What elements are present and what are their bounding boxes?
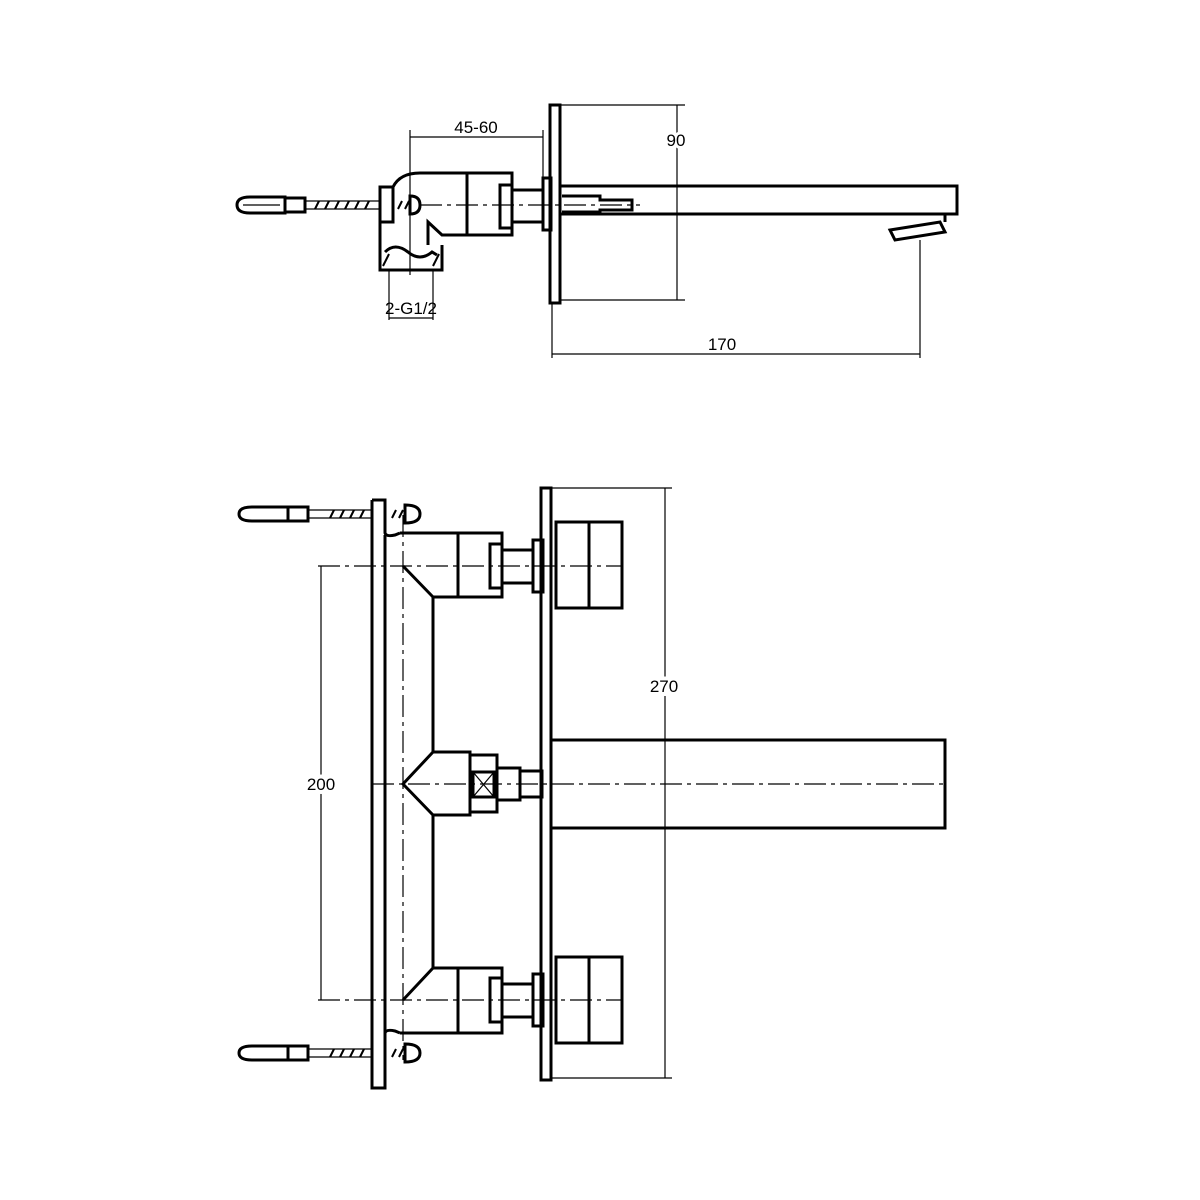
dimension-2-g1-2: 2-G1/2	[385, 270, 437, 320]
dimension-label: 90	[667, 131, 686, 150]
dimension-label: 270	[650, 677, 678, 696]
spout-top-view	[560, 184, 959, 242]
valve-body-top-view	[378, 171, 553, 272]
dimension-270: 270	[646, 488, 682, 1078]
top-view: 45-60 90 2-G1/2 170	[235, 103, 959, 358]
handle-top	[554, 520, 624, 610]
dimension-200: 200	[303, 566, 339, 1000]
dimension-label: 45-60	[454, 118, 497, 137]
dimension-label: 170	[708, 335, 736, 354]
front-view: 200 270	[237, 486, 947, 1090]
dimension-45-60: 45-60	[409, 118, 544, 275]
dimension-90: 90	[664, 105, 688, 300]
spout-front-view	[549, 738, 947, 830]
dimension-170: 170	[551, 240, 921, 358]
wall-plate-top-view	[548, 103, 562, 305]
wall-anchor-top	[237, 503, 422, 525]
dimension-label: 200	[307, 775, 335, 794]
valve-body-front-view	[400, 531, 545, 1035]
wall-anchor-bottom	[237, 1042, 422, 1064]
dimension-label: 2-G1/2	[385, 299, 437, 318]
